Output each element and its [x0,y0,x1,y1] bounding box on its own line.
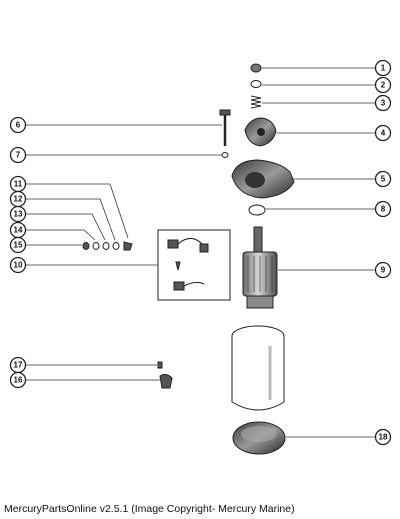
callout-17[interactable]: 17 [9,356,27,374]
callout-1[interactable]: 1 [374,59,392,77]
svg-text:16: 16 [14,376,23,385]
exploded-parts-diagram: 1 2 3 4 5 8 9 18 6 7 11 12 13 14 15 10 1… [9,59,392,455]
leader-lines [26,67,375,438]
callout-14[interactable]: 14 [9,221,27,239]
image-copyright-caption: MercuryPartsOnline v2.5.1 (Image Copyrig… [4,503,295,515]
callout-2[interactable]: 2 [374,76,392,94]
svg-text:14: 14 [14,226,23,235]
part-17-screw [157,361,163,369]
callout-12[interactable]: 12 [9,190,27,208]
callout-5[interactable]: 5 [374,170,392,188]
svg-text:3: 3 [381,99,386,108]
callout-15[interactable]: 15 [9,236,27,254]
callout-8[interactable]: 8 [374,200,392,218]
svg-text:10: 10 [14,261,23,270]
callout-11[interactable]: 11 [9,175,27,193]
callout-3[interactable]: 3 [374,94,392,112]
svg-text:18: 18 [379,433,388,442]
callout-13[interactable]: 13 [9,205,27,223]
part-2-washer [250,80,262,88]
svg-text:17: 17 [14,361,23,370]
part-9-armature [242,226,278,309]
parts-11-15-hardware [82,241,133,251]
part-7-washer [221,152,229,158]
brush-kit-parts [167,238,209,291]
part-4-drive-head [244,117,277,147]
svg-text:12: 12 [14,195,23,204]
svg-text:8: 8 [381,205,386,214]
callout-16[interactable]: 16 [9,371,27,389]
svg-text:7: 7 [16,151,21,160]
svg-text:11: 11 [14,180,23,189]
part-5-end-housing [231,159,295,199]
part-3-spring [250,95,262,109]
callout-7[interactable]: 7 [9,146,27,164]
callout-6[interactable]: 6 [9,116,27,134]
part-16-bracket [159,373,173,389]
callout-9[interactable]: 9 [374,261,392,279]
motor-frame [231,325,285,411]
svg-text:5: 5 [381,175,386,184]
callout-10[interactable]: 10 [9,256,27,274]
svg-text:2: 2 [381,81,386,90]
part-1-cap [250,63,262,73]
svg-text:15: 15 [14,241,23,250]
svg-text:9: 9 [381,266,386,275]
callout-4[interactable]: 4 [374,124,392,142]
svg-text:1: 1 [381,64,386,73]
svg-text:13: 13 [14,210,23,219]
svg-text:6: 6 [16,121,21,130]
svg-text:4: 4 [381,129,386,138]
callout-18[interactable]: 18 [374,428,392,446]
part-8-o-ring [248,204,266,216]
part-6-through-bolt [219,109,231,146]
part-18-end-cap [232,421,286,455]
